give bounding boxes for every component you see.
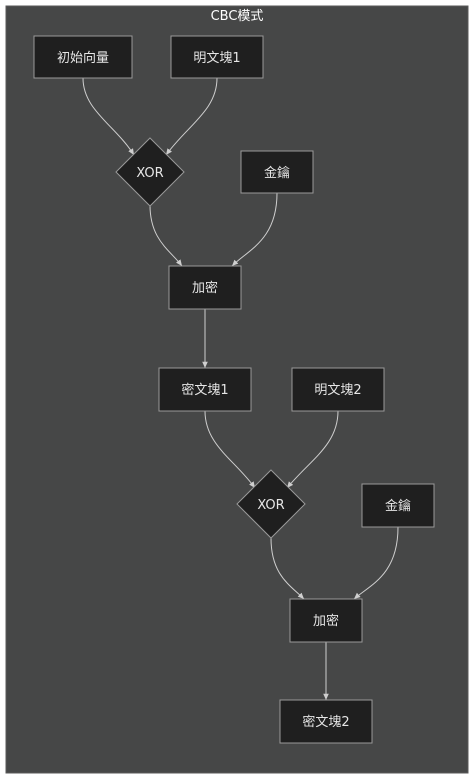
node-xor1-label: XOR [136,166,163,181]
node-encrypt1-label: 加密 [192,280,218,296]
group-title: CBC模式 [211,9,264,24]
node-key2-label: 金鑰 [385,498,411,514]
node-xor2-label: XOR [257,498,284,513]
edge-plaintext2-to-xor2 [286,410,339,489]
node-iv: 初始向量 [33,35,133,79]
node-plaintext2-label: 明文塊2 [314,382,361,398]
edge-plaintext1-to-xor1 [165,77,218,156]
node-iv-label: 初始向量 [57,50,109,66]
edge-iv-to-xor1 [82,77,135,156]
edge-ciphertext1-to-xor2 [204,410,256,489]
node-key2: 金鑰 [361,483,435,528]
node-xor2: XOR [236,469,306,539]
edge-key1-to-encrypt1 [231,192,278,267]
node-ciphertext2: 密文塊2 [279,699,373,744]
node-encrypt2: 加密 [289,598,363,643]
edge-key2-to-encrypt2 [353,526,399,600]
node-ciphertext2-label: 密文塊2 [302,714,349,730]
edge-xor2-to-encrypt2 [270,537,305,600]
node-plaintext1: 明文塊1 [170,35,264,79]
node-ciphertext1: 密文塊1 [158,367,252,412]
edge-xor1-to-encrypt1 [149,204,183,267]
node-xor1: XOR [115,137,185,207]
node-key1: 金鑰 [240,150,314,194]
node-key1-label: 金鑰 [264,165,290,181]
node-encrypt1: 加密 [168,265,242,310]
node-plaintext1-label: 明文塊1 [193,50,240,66]
node-ciphertext1-label: 密文塊1 [181,382,228,398]
node-encrypt2-label: 加密 [313,613,339,629]
node-plaintext2: 明文塊2 [291,367,385,412]
